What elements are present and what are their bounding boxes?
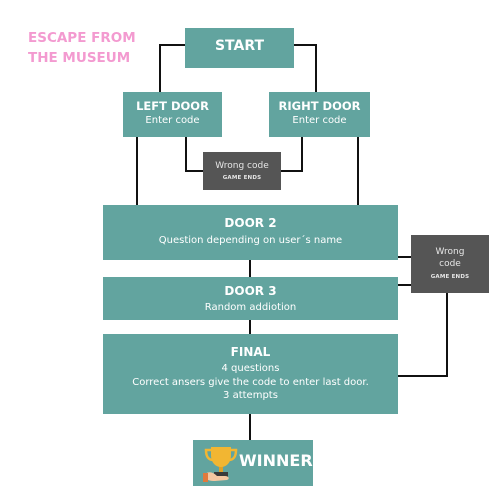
diagram-title: ESCAPE FROM THE MUSEUM [28,28,178,68]
winner-node: WINNER [193,440,313,486]
final-line-3: 3 attempts [223,390,278,401]
connector-start-right [294,44,317,92]
start-label: START [214,38,265,54]
title-line-2: THE MUSEUM [28,50,131,66]
connector-left-wrong [185,137,203,172]
connector-final-wrong2 [398,293,448,377]
door2-node: DOOR 2 Question depending on user´s name [103,205,398,260]
wrong-code-1-text: Wrong code [215,161,269,171]
wrong-code-2-text-1: Wrong [435,247,465,257]
right-door-text: Enter code [292,115,347,126]
right-door-label: RIGHT DOOR [278,99,361,113]
connector-right-wrong [281,137,303,172]
left-door-label: LEFT DOOR [136,99,209,113]
title-line-1: ESCAPE FROM [28,30,136,46]
wrong-code-node-2: Wrong code GAME ENDS [411,235,489,293]
left-door-text: Enter code [145,115,200,126]
connector-start-left [159,44,185,92]
wrong-code-1-sub: GAME ENDS [222,175,262,181]
door3-node: DOOR 3 Random addiotion [103,277,398,320]
wrong-code-node-1: Wrong code GAME ENDS [203,152,281,190]
door3-label: DOOR 3 [224,284,277,298]
trophy-icon [203,447,238,482]
final-label: FINAL [230,345,271,359]
final-line-1: 4 questions [221,363,280,374]
final-node: FINAL 4 questions Correct ansers give th… [103,334,398,414]
right-door-node: RIGHT DOOR Enter code [269,92,370,137]
start-node: START [185,28,294,68]
door3-text: Random addiotion [204,302,297,313]
door2-label: DOOR 2 [224,216,277,230]
door2-text: Question depending on user´s name [158,235,343,246]
final-line-2: Correct ansers give the code to enter la… [132,377,369,388]
wrong-code-2-sub: GAME ENDS [430,274,470,280]
wrong-code-2-text-2: code [439,259,461,269]
winner-label: WINNER [239,451,313,470]
left-door-node: LEFT DOOR Enter code [123,92,222,137]
